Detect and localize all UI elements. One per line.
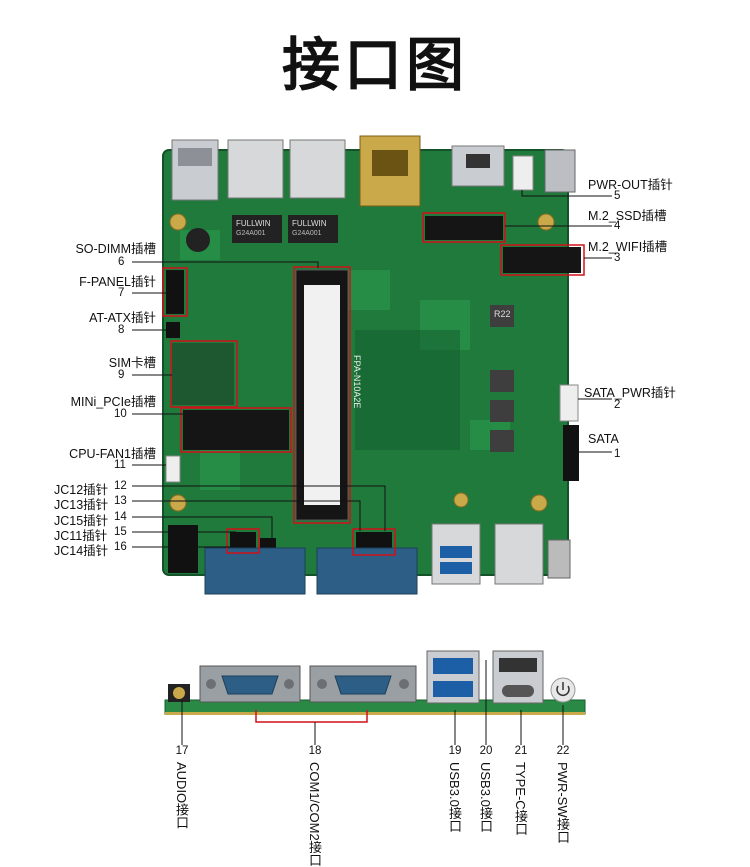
callout-num-14: 14: [114, 511, 127, 523]
callout-num-18: 18: [308, 745, 322, 757]
inductor-label: R22: [494, 309, 511, 319]
callout-num-12: 12: [114, 480, 127, 492]
callout-num-4: 4: [614, 220, 621, 232]
callout-num-3: 3: [614, 252, 621, 264]
callout-label-8: AT-ATX插针: [89, 311, 156, 325]
callout-num-10: 10: [114, 408, 127, 420]
callout-num-5: 5: [614, 190, 621, 202]
callout-num-16: 16: [114, 541, 127, 553]
callout-label-6: SO-DIMM插槽: [75, 242, 156, 256]
callout-num-15: 15: [114, 526, 127, 538]
lan-chip-code-1: G24A001: [236, 230, 266, 237]
callout-label-5: PWR-OUT插针: [588, 178, 673, 192]
callout-label-13: JC13插针: [54, 498, 109, 512]
bottom-leaders: [181, 660, 564, 745]
callout-num-21: 21: [514, 745, 528, 757]
callout-num-9: 9: [118, 369, 125, 381]
callout-label-9: SIM卡槽: [108, 356, 156, 370]
callout-num-8: 8: [118, 324, 125, 336]
callout-num-11: 11: [114, 459, 126, 471]
callout-label-20: USB3.0接口: [478, 762, 493, 833]
lan-chip-brand-1: FULLWIN: [236, 219, 271, 228]
page-title: 接口图: [281, 31, 468, 99]
callout-label-15: JC11插针: [54, 529, 108, 543]
lan-chip-brand-2: FULLWIN: [292, 219, 327, 228]
callout-label-21: TYPE-C接口: [513, 762, 528, 836]
callout-num-20: 20: [479, 745, 493, 757]
callout-label-16: JC14插针: [54, 544, 109, 558]
motherboard-top: [162, 135, 581, 595]
callout-label-11: CPU-FAN1插槽: [69, 447, 156, 461]
callout-num-6: 6: [118, 256, 125, 268]
callout-num-2: 2: [614, 399, 621, 411]
callout-num-13: 13: [114, 495, 127, 507]
callout-label-1: SATA: [588, 432, 619, 446]
callout-num-1: 1: [614, 448, 621, 460]
left-leaders: [132, 261, 386, 548]
callout-label-4: M.2_SSD插槽: [588, 209, 667, 223]
callout-label-18: COM1/COM2接口: [307, 762, 322, 867]
callout-label-10: MINi_PCIe插槽: [70, 395, 156, 409]
callout-num-17: 17: [175, 745, 189, 757]
callout-label-2: SATA_PWR插针: [584, 386, 676, 400]
callout-label-3: M.2_WIFI插槽: [588, 240, 668, 254]
side-view-board: [164, 650, 586, 715]
callout-num-19: 19: [448, 745, 462, 757]
callout-label-17: AUDIO接口: [174, 762, 189, 830]
callout-label-12: JC12插针: [54, 483, 109, 497]
dimm-label: FPA-N10A2E: [352, 355, 362, 409]
callout-label-14: JC15插针: [54, 514, 109, 528]
callout-num-7: 7: [118, 287, 125, 299]
callout-label-7: F-PANEL插针: [79, 275, 156, 289]
lan-chip-code-2: G24A001: [292, 230, 322, 237]
callout-num-22: 22: [556, 745, 570, 757]
highlight-boxes: [162, 212, 585, 556]
right-leaders: [505, 190, 612, 453]
callout-label-22: PWR-SW接口: [555, 762, 570, 844]
callout-label-19: USB3.0接口: [447, 762, 462, 833]
